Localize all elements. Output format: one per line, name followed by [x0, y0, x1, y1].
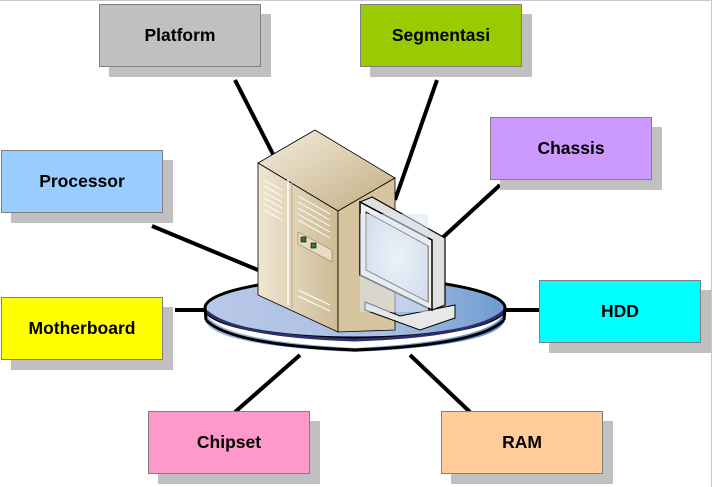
node-box: Chassis — [490, 117, 652, 180]
node-box: RAM — [441, 411, 603, 474]
node-label: Segmentasi — [391, 25, 491, 45]
node-ram: RAM — [441, 411, 613, 484]
node-box: Processor — [1, 150, 163, 213]
link-chassis — [438, 183, 502, 242]
node-label: Chipset — [196, 432, 262, 452]
node-box: Segmentasi — [360, 4, 522, 67]
node-chassis: Chassis — [490, 117, 662, 190]
node-label: Chassis — [537, 138, 605, 158]
node-motherboard: Motherboard — [1, 297, 173, 370]
node-box: HDD — [539, 280, 701, 343]
link-chipset — [233, 353, 302, 414]
link-segmentasi — [393, 79, 439, 201]
link-platform — [233, 79, 277, 159]
node-segmentasi: Segmentasi — [360, 4, 532, 77]
node-label: Motherboard — [28, 318, 136, 338]
node-label: Processor — [39, 171, 125, 191]
node-platform: Platform — [99, 4, 271, 77]
node-processor: Processor — [1, 150, 173, 223]
node-label: HDD — [601, 301, 639, 321]
node-box: Platform — [99, 4, 261, 67]
link-processor — [151, 224, 259, 272]
node-box: Motherboard — [1, 297, 163, 360]
node-chipset: Chipset — [148, 411, 320, 484]
node-box: Chipset — [148, 411, 310, 474]
node-label: RAM — [502, 432, 542, 452]
node-hdd: HDD — [539, 280, 711, 353]
link-ram — [408, 353, 472, 414]
node-label: Platform — [144, 25, 216, 45]
